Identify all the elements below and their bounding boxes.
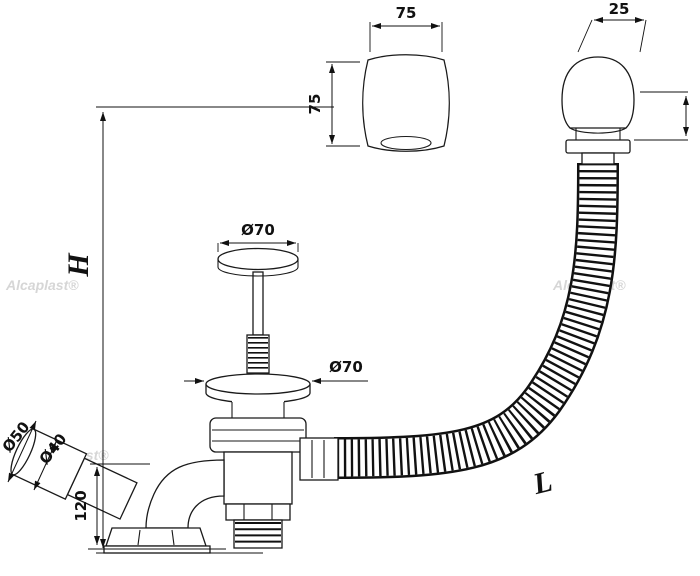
waste-flange xyxy=(205,373,311,453)
tail-nut xyxy=(225,503,291,521)
foot-skirt xyxy=(105,527,207,547)
dim-elbow-height: 120 xyxy=(72,463,226,550)
elbow-pipe xyxy=(145,459,225,529)
elbow-and-foot xyxy=(103,459,225,554)
waste-body xyxy=(209,417,307,453)
knob-base-rim xyxy=(380,135,432,151)
hose-union-nut xyxy=(299,437,339,481)
corrugated-hose xyxy=(333,162,619,479)
dim-label-hose-length: L xyxy=(529,465,556,502)
overflow-neck xyxy=(581,152,615,165)
dim-label-elbow-height: 120 xyxy=(72,490,90,521)
dim-flange-diameter: Ø70 xyxy=(184,358,368,384)
dim-label-flange-diameter: Ø70 xyxy=(329,358,363,376)
plug-rim xyxy=(217,259,299,277)
dim-plug-diameter: Ø70 xyxy=(217,221,299,252)
cap-lower-arc xyxy=(569,127,627,134)
plug-cap xyxy=(217,247,299,271)
dim-knob-width: 75 xyxy=(369,4,443,52)
plug-stem xyxy=(252,271,264,336)
watermark-text: Alcaplast® xyxy=(5,277,79,293)
cap-side-reference xyxy=(634,91,689,141)
overflow-faceplate xyxy=(565,139,631,154)
flange-top xyxy=(205,373,311,395)
overflow-cap xyxy=(561,56,635,165)
dim-overall-height: H xyxy=(62,106,334,554)
drain-plug-assembly xyxy=(217,247,299,374)
dim-label-knob-height: 75 xyxy=(306,94,324,115)
dim-label-plug-diameter: Ø70 xyxy=(241,221,275,239)
dim-label-overall-height: H xyxy=(62,252,95,278)
dim-label-knob-width: 75 xyxy=(396,4,417,22)
tail-pipe xyxy=(225,503,291,549)
foot-base xyxy=(103,545,211,554)
dim-cap-offset: 25 xyxy=(577,0,647,53)
dim-knob-height: 75 xyxy=(306,61,360,147)
control-knob xyxy=(362,54,450,152)
dim-label-cap-offset: 25 xyxy=(609,0,630,18)
